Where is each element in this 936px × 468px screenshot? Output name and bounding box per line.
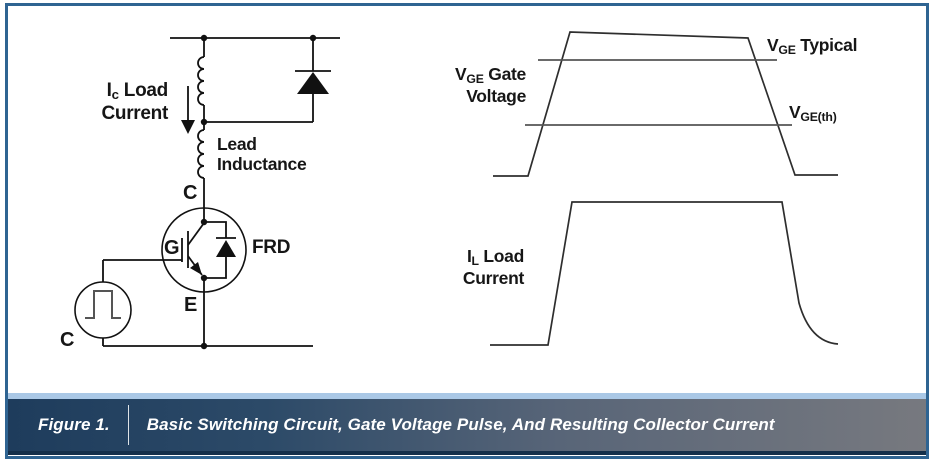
- vge-threshold-sub: GE(th): [800, 109, 837, 124]
- vge-typical-pre: V: [767, 35, 779, 55]
- vge-typical-post: Typical: [795, 35, 858, 55]
- gate-terminal-label: G: [164, 237, 180, 259]
- lead-inductance-label: Lead Inductance: [217, 134, 307, 174]
- il-axis-post: Load: [478, 246, 524, 266]
- vge-typical-sub: GE: [778, 42, 796, 57]
- ic-arrowhead: [181, 120, 195, 134]
- load-current-post: Load: [118, 80, 169, 101]
- collector-terminal-label: C: [183, 182, 198, 204]
- igbt-collector-diagonal: [187, 222, 205, 246]
- vge-axis-line1: VGE Gate: [455, 64, 526, 86]
- lead-inductance-line1: Lead: [217, 134, 257, 154]
- caption-text: Basic Switching Circuit, Gate Voltage Pu…: [146, 415, 775, 434]
- vge-axis-line2: Voltage: [466, 85, 526, 106]
- vge-threshold-pre: V: [789, 102, 801, 122]
- vge-axis-pre: V: [455, 64, 467, 84]
- lead-inductor-coil: [197, 129, 205, 179]
- il-waveform: [490, 201, 839, 346]
- reference-lines: [525, 59, 792, 126]
- caption-bar: Figure 1. Basic Switching Circuit, Gate …: [8, 399, 926, 455]
- vge-threshold-label: VGE(th): [789, 102, 837, 125]
- frd-diode-triangle: [216, 240, 236, 257]
- junction-dot: [200, 34, 208, 42]
- vge-typical-label: VGE Typical: [767, 35, 858, 58]
- load-current-label: Ic Load Current: [60, 80, 168, 124]
- pulse-glyph-icon: [85, 290, 121, 319]
- frd-label: FRD: [252, 237, 291, 258]
- il-axis-line1: IL Load: [466, 246, 524, 268]
- load-current-sub: c: [111, 87, 119, 103]
- load-current-pre: I: [106, 80, 112, 101]
- junction-dot: [309, 34, 317, 42]
- waveform-plots: [490, 31, 839, 346]
- junction-dot: [200, 274, 208, 282]
- junction-dot: [200, 218, 208, 226]
- caption-top-strip: [8, 393, 926, 399]
- vge-axis-post: Gate: [483, 64, 526, 84]
- junction-dot: [200, 342, 208, 350]
- figure-number-label: Figure 1.: [38, 415, 110, 434]
- load-current-line2: Current: [101, 103, 168, 125]
- freewheel-diode-triangle: [297, 72, 329, 94]
- vge-waveform: [493, 31, 838, 177]
- circuit-filled-shapes: [181, 34, 329, 350]
- igbt-emitter-arrowhead: [190, 262, 202, 275]
- figure-frame: [5, 3, 929, 459]
- lead-inductance-line2: Inductance: [217, 153, 307, 174]
- vge-axis-sub: GE: [466, 71, 484, 86]
- il-axis-label: IL Load Current: [430, 246, 524, 288]
- vge-axis-label: VGE Gate Voltage: [430, 64, 526, 106]
- junction-dot: [200, 118, 208, 126]
- il-axis-sub: L: [471, 253, 480, 268]
- emitter-terminal-label: E: [184, 294, 198, 316]
- frd-branch: [204, 221, 236, 279]
- il-axis-line2: Current: [462, 267, 524, 288]
- caption-separator: [127, 405, 129, 445]
- load-current-line1: Ic Load: [106, 80, 169, 103]
- il-axis-pre: I: [466, 246, 472, 266]
- load-inductor-coil: [197, 56, 205, 106]
- pulse-source-label: C: [60, 329, 75, 351]
